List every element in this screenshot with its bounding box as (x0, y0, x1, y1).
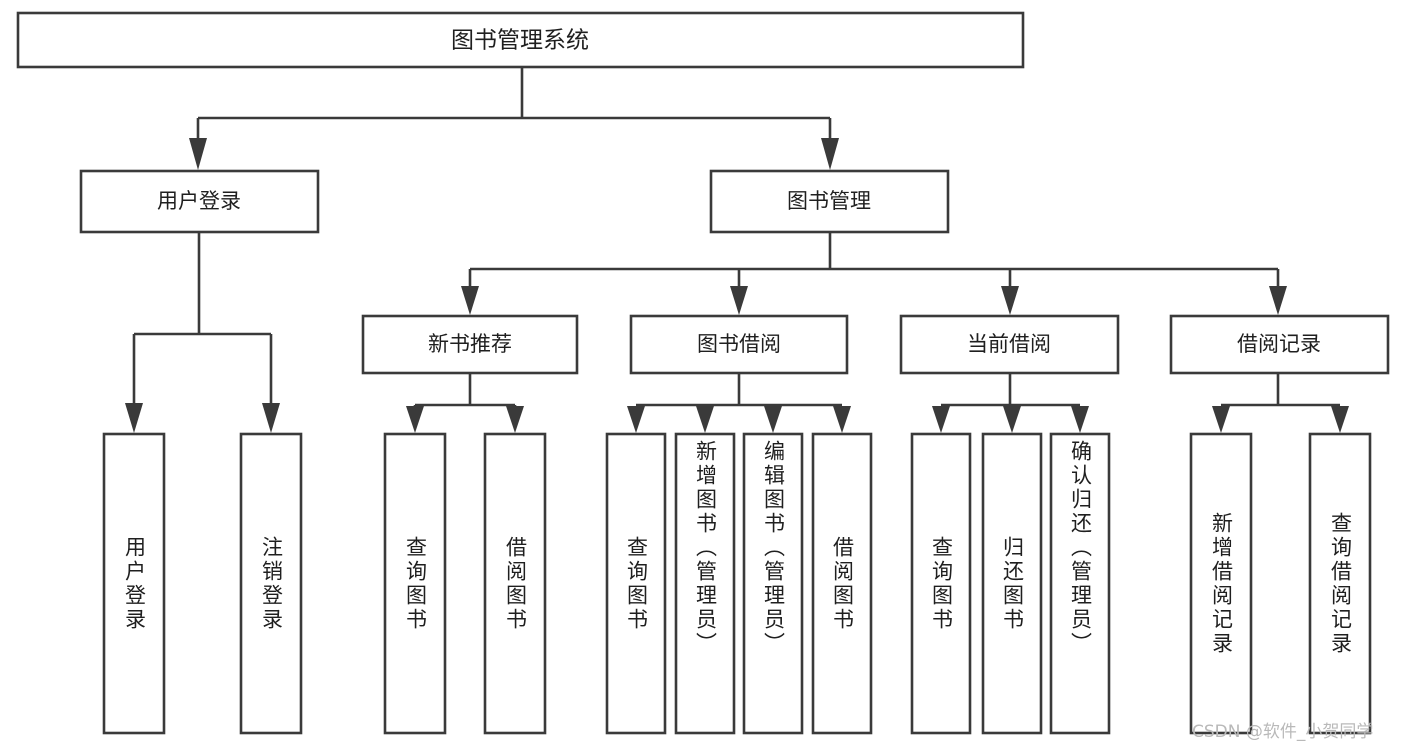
node-root-box[interactable] (16, 11, 1025, 69)
leaf-query-book-c-box[interactable] (910, 432, 972, 735)
edge-group-current-borrow (932, 373, 1089, 433)
leaf-query-record-box[interactable] (1308, 432, 1372, 735)
leaf-logout-box[interactable] (239, 432, 303, 735)
arrow-head-to-leaf-query-book-c (932, 406, 950, 433)
edge-group-user-login (125, 232, 280, 433)
node-current-borrow-label: 当前借阅 (967, 332, 1051, 356)
node-root-label: 图书管理系统 (451, 28, 589, 54)
arrow-head-to-new-book-rec (461, 286, 479, 315)
arrow-head-to-leaf-edit-book (764, 406, 782, 433)
leaf-query-book-b-box[interactable] (605, 432, 667, 735)
leaf-edit-book-box[interactable] (742, 432, 804, 735)
leaf-return-book-box[interactable] (981, 432, 1043, 735)
arrow-head-root-to-book-mgmt (821, 138, 839, 170)
arrow-head-to-current-borrow (1001, 286, 1019, 315)
node-user-login-label: 用户登录 (157, 189, 241, 213)
arrow-head-to-leaf-return-book (1003, 406, 1021, 433)
edge-group-book-management (461, 232, 1287, 315)
node-book-borrow-label: 图书借阅 (697, 332, 781, 356)
leaf-borrow-book-b-box[interactable] (811, 432, 873, 735)
node-new-book-rec-box[interactable] (361, 314, 579, 375)
arrow-head-root-to-user-login (189, 138, 207, 170)
arrow-head-to-borrow-record (1269, 286, 1287, 315)
arrow-head-to-leaf-query-record (1331, 406, 1349, 433)
edge-group-borrow-record (1212, 373, 1349, 433)
csdn-watermark: CSDN @软件_小贺同学 (1192, 722, 1374, 742)
leaf-user-login-box[interactable] (102, 432, 166, 735)
node-book-borrow-box[interactable] (629, 314, 849, 375)
arrow-head-to-leaf-confirm-return (1071, 406, 1089, 433)
node-book-mgmt-box[interactable] (709, 169, 950, 234)
leaf-add-record-box[interactable] (1189, 432, 1253, 735)
arrow-head-to-book-borrow (730, 286, 748, 315)
node-current-borrow-box[interactable] (899, 314, 1120, 375)
node-boxes (16, 11, 1390, 735)
leaf-confirm-return-box[interactable] (1049, 432, 1111, 735)
edge-group-root (189, 67, 839, 170)
node-new-book-rec-label: 新书推荐 (428, 332, 512, 356)
arrow-head-to-leaf-logout (262, 403, 280, 433)
leaf-query-book-a-box[interactable] (383, 432, 447, 735)
edge-group-new-book-rec (406, 373, 524, 433)
edge-group-book-borrow (627, 373, 851, 433)
arrow-head-to-leaf-add-book (696, 406, 714, 433)
node-labels-horizontal: 图书管理系统 用户登录 图书管理 新书推荐 图书借阅 当前借阅 借阅记录 (157, 28, 1321, 357)
arrow-head-to-leaf-borrow-book-a (506, 406, 524, 433)
leaf-borrow-book-a-box[interactable] (483, 432, 547, 735)
arrow-head-to-leaf-query-book-b (627, 406, 645, 433)
arrow-head-to-leaf-add-record (1212, 406, 1230, 433)
leaf-add-book-box[interactable] (674, 432, 736, 735)
node-book-mgmt-label: 图书管理 (787, 189, 871, 213)
node-borrow-record-box[interactable] (1169, 314, 1390, 375)
arrow-head-to-leaf-query-book-a (406, 406, 424, 433)
arrow-head-to-leaf-borrow-book-b (833, 406, 851, 433)
arrow-head-to-leaf-user-login (125, 403, 143, 433)
node-user-login-box[interactable] (79, 169, 320, 234)
node-borrow-record-label: 借阅记录 (1237, 332, 1321, 356)
